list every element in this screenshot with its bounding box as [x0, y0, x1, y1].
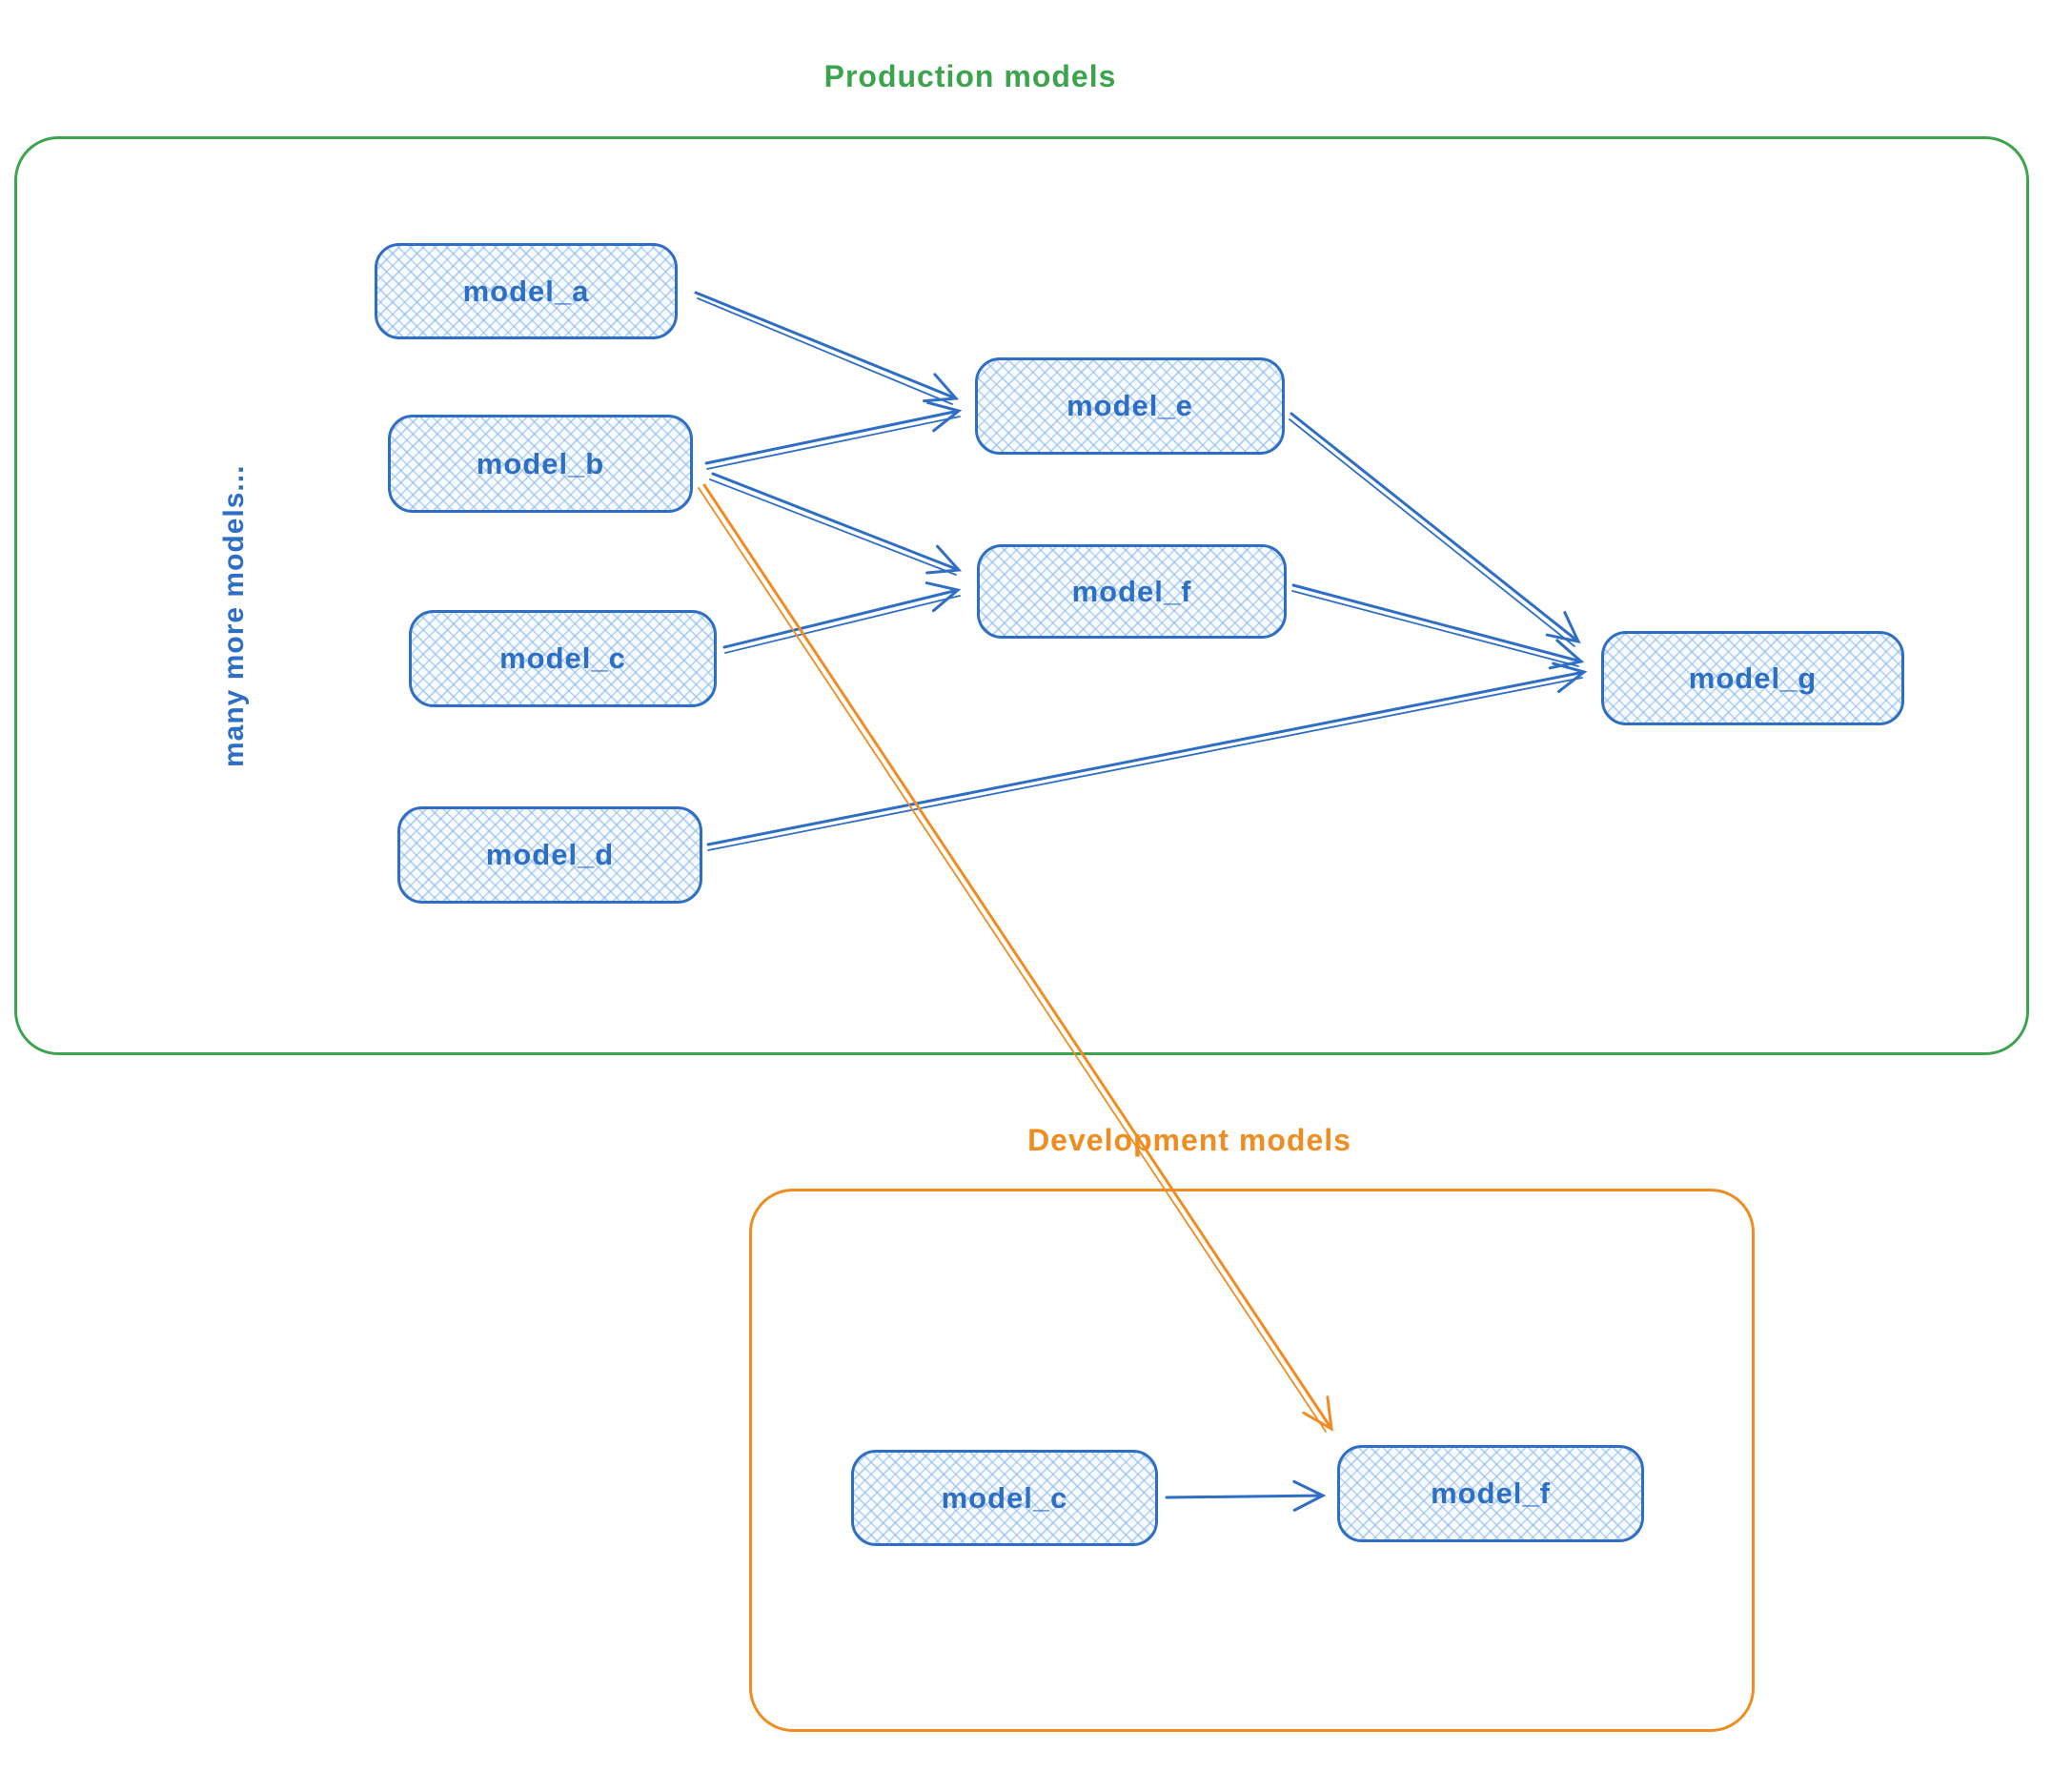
node-dev-model-c-label: model_c — [941, 1480, 1068, 1515]
node-dev-model-f-label: model_f — [1431, 1476, 1551, 1510]
node-model-f-label: model_f — [1071, 574, 1192, 608]
node-model-g[interactable]: model_g — [1601, 631, 1904, 725]
development-title: Development models — [1027, 1123, 1351, 1157]
node-model-g-label: model_g — [1688, 661, 1818, 695]
node-model-e[interactable]: model_e — [975, 357, 1285, 455]
node-dev-model-f[interactable]: model_f — [1337, 1445, 1644, 1542]
node-model-a[interactable]: model_a — [375, 243, 678, 339]
node-model-c-label: model_c — [499, 641, 626, 675]
node-model-e-label: model_e — [1066, 389, 1193, 422]
node-model-b-label: model_b — [476, 446, 605, 480]
node-model-d-label: model_d — [485, 838, 615, 871]
node-model-c[interactable]: model_c — [409, 610, 717, 707]
node-dev-model-c[interactable]: model_c — [851, 1450, 1158, 1546]
production-title: Production models — [823, 59, 1117, 93]
node-model-a-label: model_a — [462, 274, 590, 308]
node-model-b[interactable]: model_b — [388, 415, 693, 513]
node-model-f[interactable]: model_f — [977, 544, 1287, 639]
node-model-d[interactable]: model_d — [397, 806, 702, 904]
many-more-models-note: many more models... — [218, 464, 250, 767]
